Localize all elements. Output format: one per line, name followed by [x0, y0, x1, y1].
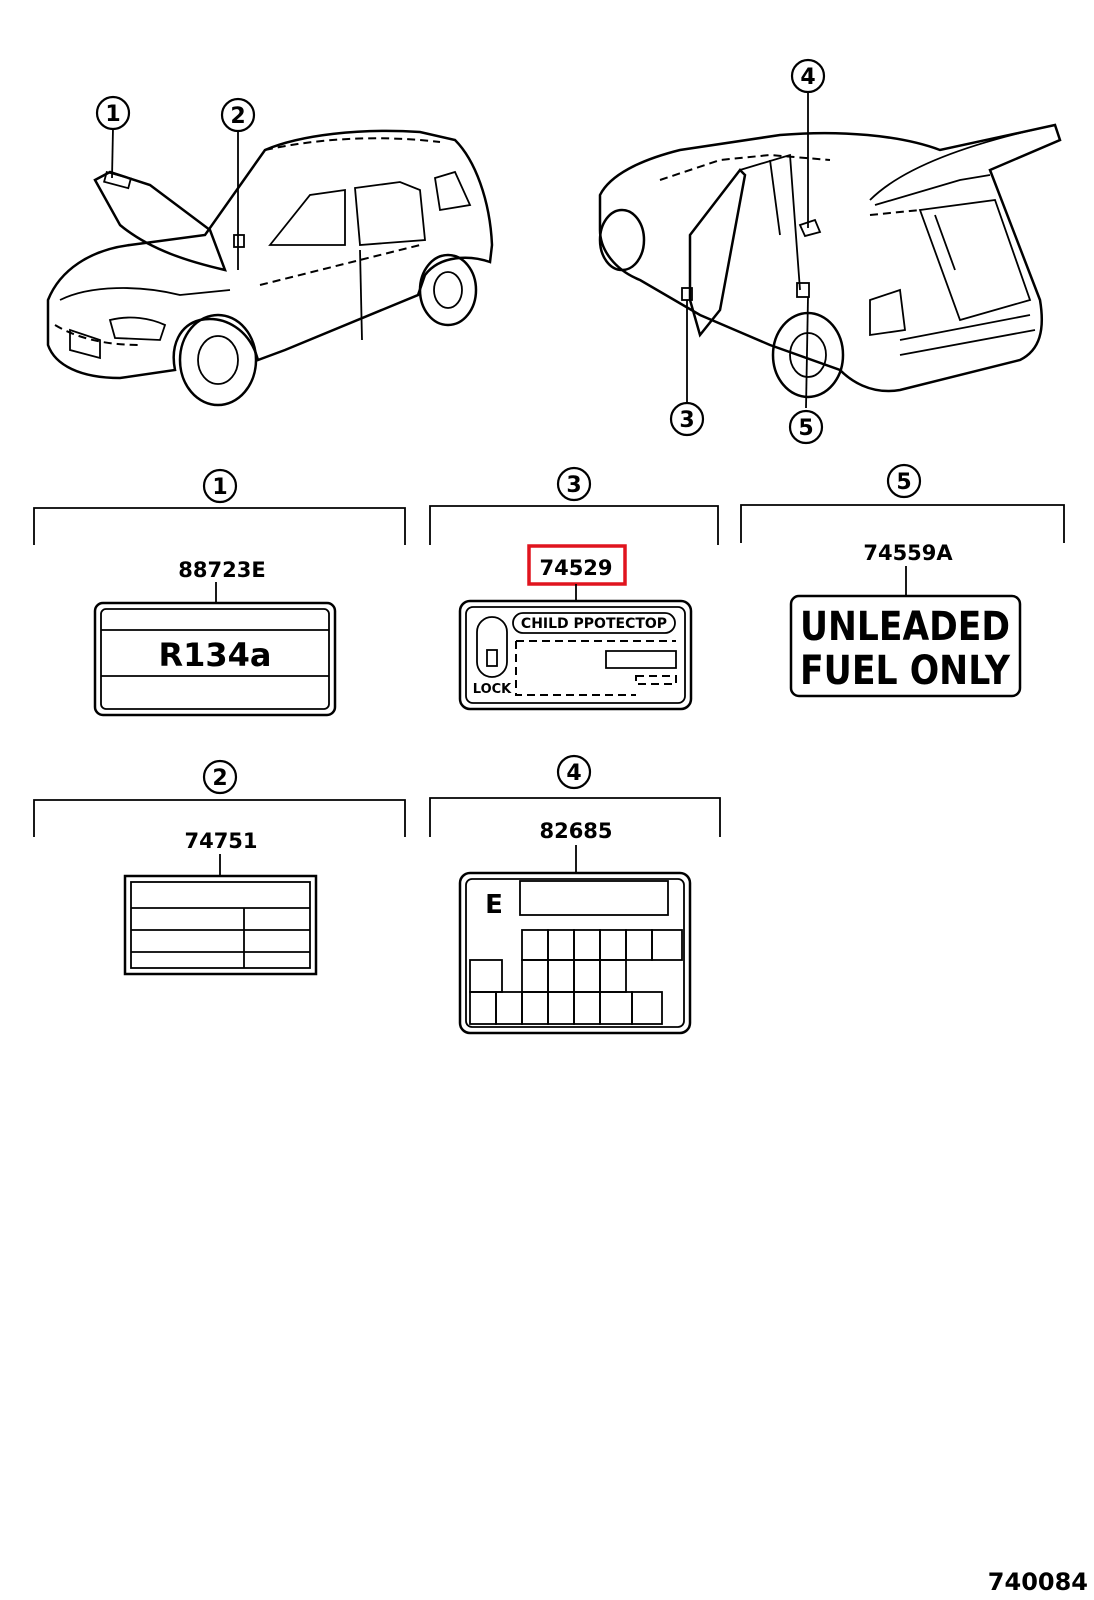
part-2-group: 2 74751 [33, 759, 406, 976]
label-82685 [458, 871, 692, 1035]
rear-car-illustration [598, 92, 1062, 409]
callout-number: 5 [798, 416, 813, 441]
callout-number: 1 [105, 102, 120, 127]
part-number-74529[interactable]: 74529 [539, 556, 612, 580]
diagram-id: 740084 [988, 1568, 1088, 1596]
label-text-r134a: R134a [158, 636, 271, 674]
callout-number: 4 [566, 761, 581, 786]
callout-4-top: 4 [790, 58, 826, 94]
callout-1-top: 1 [95, 95, 131, 131]
part-number-74559A[interactable]: 74559A [863, 541, 953, 565]
callout-number: 5 [896, 470, 911, 495]
front-car-illustration [46, 127, 494, 407]
label-74559A [789, 594, 1022, 698]
label-88723E [93, 601, 337, 717]
part-number-82685[interactable]: 82685 [539, 819, 612, 843]
lock-icon [476, 616, 508, 678]
part-1-group: 1 88723E R134a [33, 468, 406, 717]
label-text-unleaded: UNLEADED [800, 604, 1010, 650]
label-74751 [123, 874, 318, 976]
lock-text: LOCK [473, 682, 512, 697]
label-74529 [458, 599, 693, 711]
callout-2-top: 2 [220, 97, 256, 165]
part-3-group: 3 74529 LOCK CHILD PPOTECTOP [429, 466, 719, 711]
callout-number: 2 [230, 104, 245, 129]
part-4-group: 4 82685 E [429, 754, 721, 1035]
callout-number: 3 [566, 473, 581, 498]
callout-number: 4 [800, 65, 815, 90]
label-text-fuel-only: FUEL ONLY [800, 648, 1011, 694]
callout-number: 1 [212, 475, 227, 500]
part-number-88723E[interactable]: 88723E [178, 558, 265, 582]
callout-5-top: 5 [788, 409, 824, 445]
callout-number: 2 [212, 766, 227, 791]
callout-3-top: 3 [669, 401, 705, 437]
code-grid [469, 929, 683, 1025]
label-text-e: E [485, 890, 503, 920]
callout-number: 3 [679, 408, 694, 433]
part-5-group: 5 74559A UNLEADED FUEL ONLY [740, 463, 1065, 698]
label-text-child-protector: CHILD PPOTECTOP [521, 616, 667, 632]
part-number-74751[interactable]: 74751 [184, 829, 257, 853]
highlight-box [527, 544, 627, 586]
